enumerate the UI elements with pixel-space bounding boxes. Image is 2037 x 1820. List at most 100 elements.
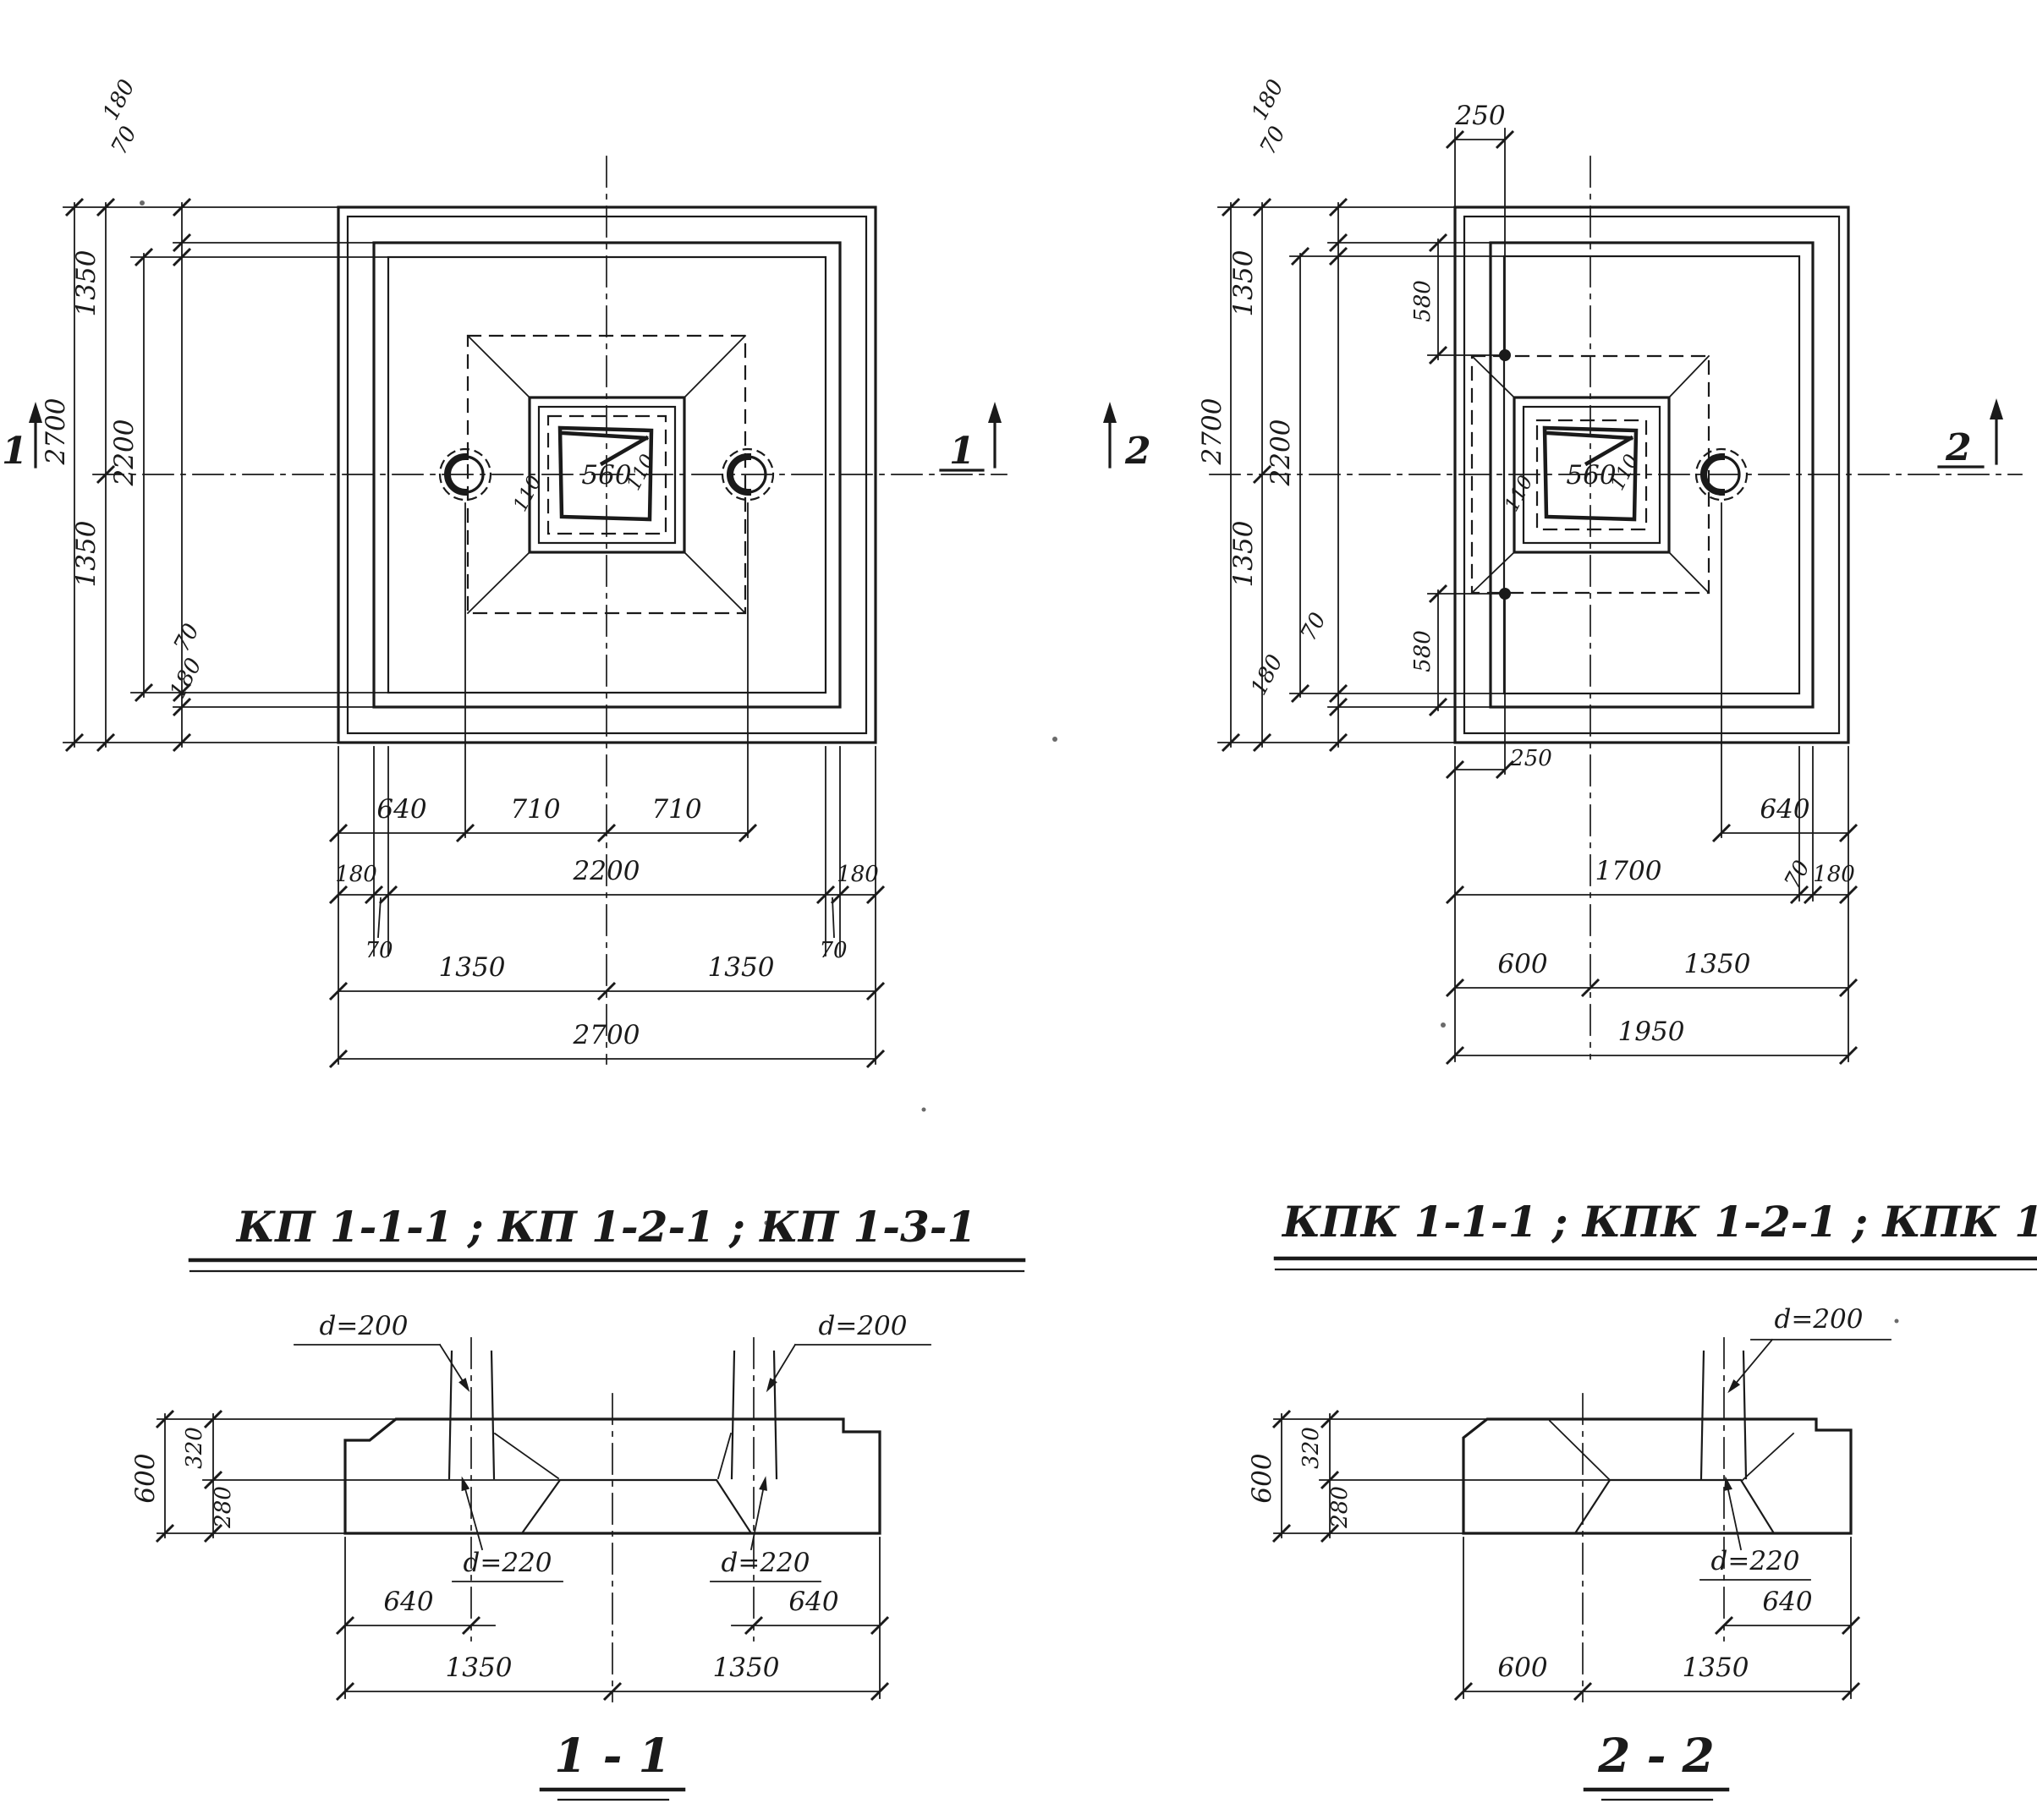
- dim-1350-b-right: 1350: [708, 952, 775, 983]
- recess: [520, 1478, 753, 1535]
- plan-kp-left-dims: 2700 1350 1350 2200 180 70 70 180: [41, 75, 389, 753]
- dim-560: 560: [581, 460, 631, 491]
- dim-1350-v-bot: 1350: [71, 521, 102, 588]
- dim-580-top: 580: [1410, 280, 1436, 322]
- scan-specks: [140, 200, 1899, 1324]
- column-scribble: [557, 425, 654, 522]
- section-1-1-height-dims: 600 320 280: [130, 1409, 561, 1543]
- dim-70-v-top: 70: [107, 123, 142, 159]
- dim-1950: 1950: [1618, 1017, 1685, 1047]
- dim-580-bot: 580: [1410, 630, 1436, 672]
- dim-320-h: 320: [182, 1427, 207, 1469]
- anchor-dot-top: [1499, 349, 1511, 361]
- dim-250-top: 250: [1454, 101, 1505, 131]
- dim-1350-b-left: 1350: [439, 952, 506, 983]
- dim-2200-b: 2200: [573, 856, 640, 886]
- section-2-2-title: 2 - 2: [1583, 1728, 1730, 1801]
- label-d200-left: d=200: [320, 1311, 409, 1341]
- dim-1700: 1700: [1595, 856, 1662, 886]
- dim-710-left: 710: [510, 794, 560, 825]
- arrow-up-icon: [1990, 398, 2003, 419]
- section-2-2-profile: [1462, 1337, 1853, 1702]
- dim-710-right: 710: [651, 794, 701, 825]
- dim-640-right: 640: [788, 1587, 838, 1617]
- dim-1350: 1350: [1683, 1653, 1749, 1683]
- scan-speck: [1052, 737, 1057, 742]
- dim-280-h: 280: [211, 1486, 236, 1529]
- section-1-1-d-labels: d=200 d=200 d=220 d=220: [294, 1311, 931, 1582]
- scan-speck: [140, 200, 145, 206]
- dim-250-bottom: 250: [1509, 746, 1552, 771]
- dim-180-b-left: 180: [335, 862, 377, 887]
- section-2-2-bottom-dims: 640 600 1350: [1453, 1537, 1861, 1702]
- scan-speck: [1894, 1318, 1899, 1324]
- lifting-hole: [1694, 447, 1749, 502]
- dim-110-left: 110: [1501, 472, 1538, 515]
- dim-640-left: 640: [383, 1587, 433, 1617]
- dim-2700-v: 2700: [41, 398, 71, 466]
- marker-1-right-label: 1: [949, 430, 975, 473]
- plan-kpk-centerlines: [1209, 156, 2023, 1060]
- dim-640: 640: [1762, 1587, 1812, 1617]
- dim-180-v-bot: 180: [165, 654, 207, 703]
- plan-kpk-left-dims: 2700 1350 1350 2200 180 70 580 70 580 18…: [1197, 75, 1505, 753]
- dim-1350-left: 1350: [446, 1653, 513, 1683]
- dim-1350-v-top: 1350: [1228, 250, 1259, 317]
- leader-arrow-icon: [759, 1475, 771, 1491]
- lifting-hole-left: [438, 447, 492, 502]
- dim-180-v-top: 180: [98, 75, 140, 124]
- dim-110-right: 110: [1606, 451, 1644, 494]
- section-1-1-label: 1 - 1: [554, 1728, 671, 1783]
- dim-180-b: 180: [1813, 862, 1855, 887]
- dim-2200-v: 2200: [109, 419, 140, 487]
- section-1-1-bottom-dims: 640 640 1350 1350: [335, 1537, 890, 1702]
- dim-560: 560: [1566, 460, 1616, 491]
- dim-180-v-top: 180: [1247, 75, 1289, 124]
- plan-kpk: 560 110 110 250: [1103, 75, 2023, 1066]
- scan-speck: [1441, 1022, 1446, 1028]
- marker-2-right-label: 2: [1945, 426, 1972, 469]
- marker-2-left-label: 2: [1124, 430, 1151, 473]
- label-d220-right: d=220: [722, 1548, 810, 1578]
- dim-2200-v: 2200: [1266, 419, 1296, 487]
- dim-70-v-top: 70: [1255, 123, 1291, 159]
- label-d220-left: d=220: [464, 1548, 552, 1578]
- section-2-2-height-dims: 600 320 280: [1247, 1409, 1611, 1543]
- dim-110-right: 110: [623, 451, 660, 494]
- dim-70-v-bot: 70: [1296, 609, 1331, 645]
- section-1-1: d=200 d=200 d=220 d=220 600 320 280: [130, 1311, 931, 1801]
- dim-70-b-left: 70: [365, 938, 393, 963]
- dim-110-left: 110: [509, 472, 546, 515]
- marker-1-left-label: 1: [2, 430, 28, 473]
- dim-280-h: 280: [1327, 1486, 1353, 1529]
- plan-kpk-top-dims: 250: [1445, 101, 1515, 351]
- section-marker-1-right: 1: [939, 402, 1002, 473]
- dim-1350-right: 1350: [713, 1653, 780, 1683]
- anchor-dot-bottom: [1499, 588, 1511, 600]
- label-d220: d=220: [1711, 1546, 1800, 1576]
- slope-lines: [1548, 1419, 1795, 1482]
- scan-speck: [921, 1107, 926, 1112]
- lifting-hole-right: [721, 447, 775, 502]
- dim-2700-v: 2700: [1197, 398, 1227, 466]
- dim-640: 640: [376, 794, 426, 825]
- dim-180-v-bot: 180: [1246, 650, 1288, 699]
- section-2-2-d-labels: d=200 d=220: [1699, 1304, 1891, 1581]
- section-2-2: d=200 d=220 600 320 280 640 600 1350 2: [1247, 1304, 1891, 1801]
- leader-arrow-icon: [1721, 1475, 1732, 1491]
- arrow-up-icon: [1103, 402, 1117, 423]
- label-d200-right: d=200: [819, 1311, 908, 1341]
- title-kp: КП 1-1-1 ; КП 1-2-1 ; КП 1-3-1: [235, 1202, 977, 1252]
- titles: КП 1-1-1 ; КП 1-2-1 ; КП 1-3-1 КПК 1-1-1…: [188, 1197, 2037, 1273]
- plan-kp: 560 110 110 2700 1350 1350 2200: [2, 75, 1008, 1069]
- section-1-1-profile: [343, 1337, 881, 1702]
- slope-lines: [493, 1432, 733, 1480]
- scan-speck: [764, 1220, 769, 1225]
- anchor-dots: [1499, 349, 1511, 600]
- dim-70-b: 70: [1780, 857, 1815, 893]
- pipe-left: [447, 1350, 496, 1480]
- dim-600-h: 600: [1247, 1453, 1277, 1503]
- dim-600-h: 600: [130, 1453, 161, 1503]
